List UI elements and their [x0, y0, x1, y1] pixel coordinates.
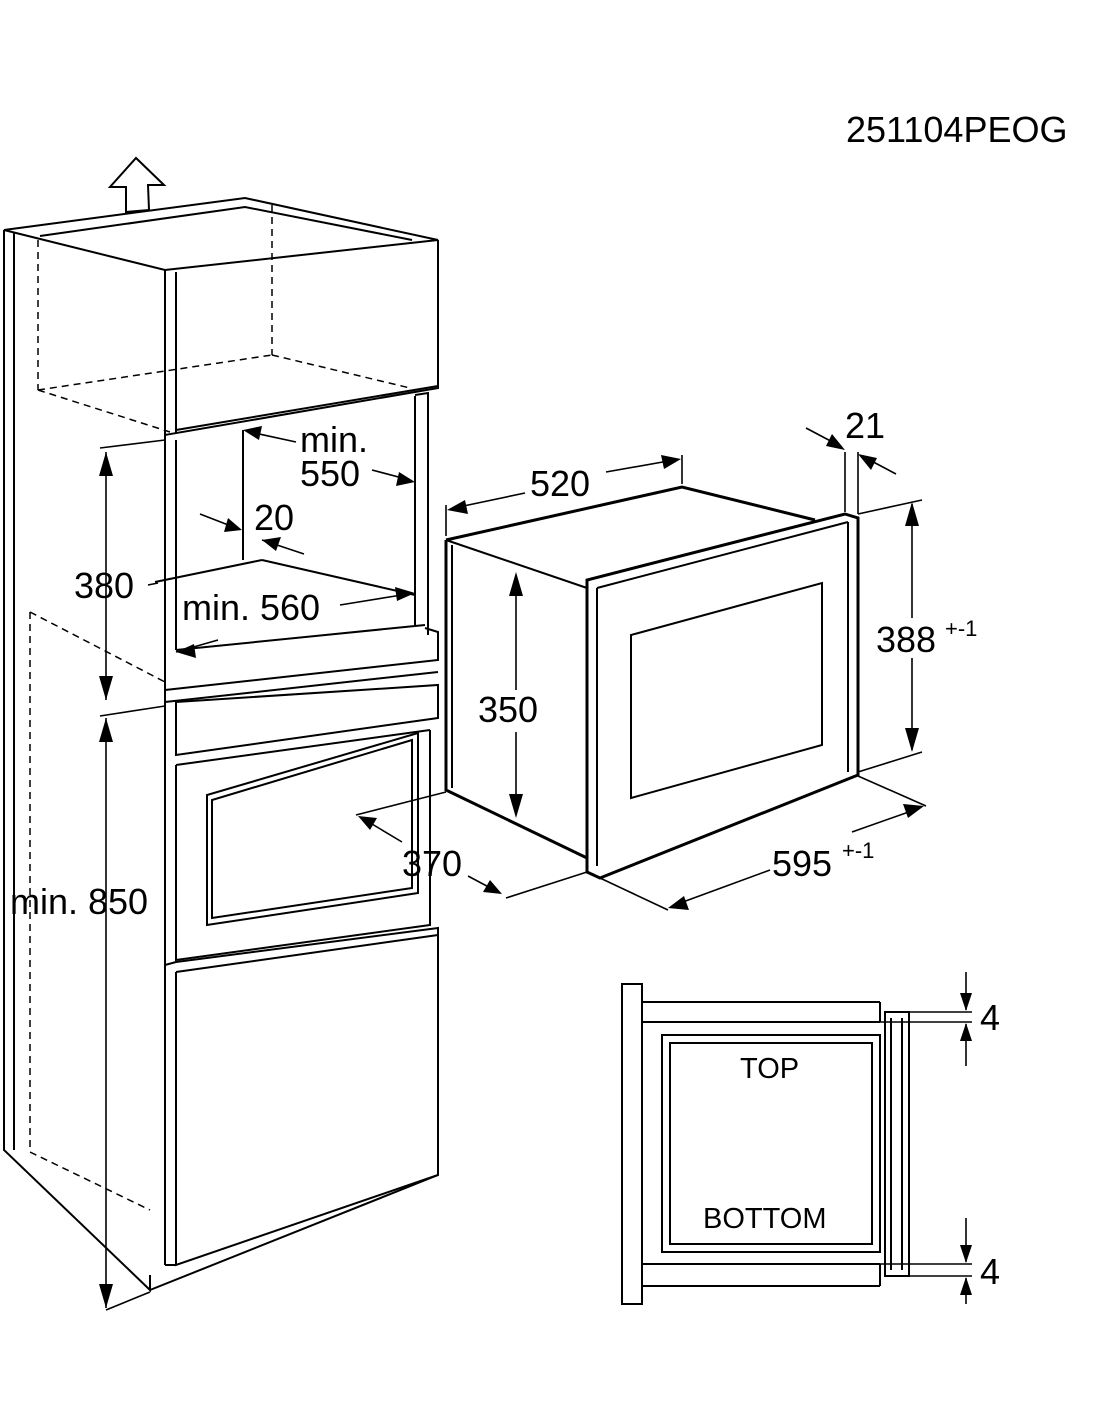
body-depth-label: 370	[402, 843, 462, 884]
model-code: 251104PEOG	[846, 109, 1067, 150]
section-dimensions: 4 4	[880, 972, 1000, 1304]
front-width-tolerance: +-1	[842, 838, 874, 863]
front-height-tolerance: +-1	[945, 616, 977, 641]
top-label: TOP	[740, 1053, 799, 1085]
tall-cabinet	[3, 156, 439, 1293]
section-view: TOP BOTTOM	[621, 983, 910, 1305]
appliance-dimensions: 520 21 350 388 +-1 370	[355, 405, 978, 911]
niche-height-label: 380	[74, 565, 134, 606]
front-height-label: 388	[876, 619, 936, 660]
niche-depth-label: min. 560	[182, 587, 320, 628]
top-gap-label: 4	[980, 997, 1000, 1038]
depth-label: 520	[530, 463, 590, 504]
ventilation-arrow-icon	[107, 156, 167, 214]
front-width-label: 595	[772, 843, 832, 884]
side-gap-label: 20	[254, 497, 294, 538]
frame-thickness-label: 21	[845, 405, 885, 446]
bottom-gap-label: 4	[980, 1251, 1000, 1292]
microwave-appliance	[444, 485, 860, 880]
body-height-label: 350	[478, 689, 538, 730]
bottom-label: BOTTOM	[703, 1203, 827, 1235]
niche-width-label: min.	[300, 419, 368, 460]
niche-width-value: 550	[300, 453, 360, 494]
base-height-label: min. 850	[10, 881, 148, 922]
cabinet-dimensions: min. 550 20 380 min. 560 min. 850	[10, 419, 415, 1311]
